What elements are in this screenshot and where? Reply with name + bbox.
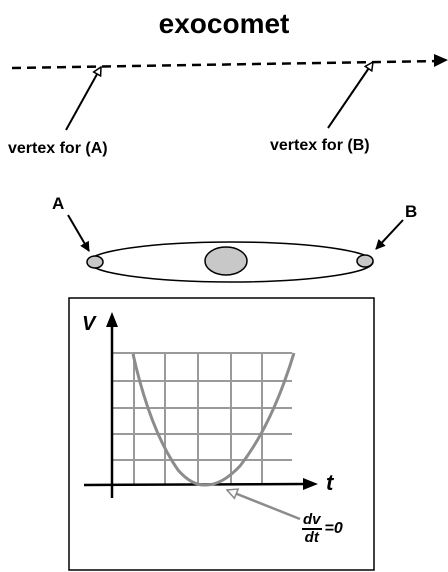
derivative-numerator: dv <box>302 511 322 530</box>
vertex-b-arrow <box>327 62 373 129</box>
derivative-fraction: dv dt <box>302 512 322 546</box>
y-axis-arrowhead-icon <box>106 312 118 327</box>
point-b-marker <box>356 254 374 268</box>
page-title: exocomet <box>158 8 290 39</box>
point-a-arrow <box>67 214 90 252</box>
trajectory-arrowhead-icon <box>434 54 448 67</box>
comet-trajectory-line <box>11 59 441 70</box>
point-b-label: B <box>405 202 418 221</box>
point-b-arrow <box>375 219 404 250</box>
vertex-a-label: vertex for (A) <box>8 140 108 157</box>
derivative-annotation: dv dt =0 <box>302 512 343 546</box>
x-axis-arrowhead-icon <box>303 478 318 490</box>
y-axis-label: V <box>82 313 96 335</box>
derivative-denominator: dt <box>304 529 319 546</box>
star-icon <box>204 246 248 276</box>
derivative-pointer-arrow <box>227 490 301 521</box>
vertex-b-label: vertex for (B) <box>270 137 370 154</box>
point-a-label: A <box>52 194 65 213</box>
velocity-curve <box>131 352 296 487</box>
derivative-value: =0 <box>324 520 343 537</box>
vertex-a-arrow <box>65 67 102 131</box>
x-axis-label: t <box>326 470 334 495</box>
point-a-marker <box>86 255 104 269</box>
